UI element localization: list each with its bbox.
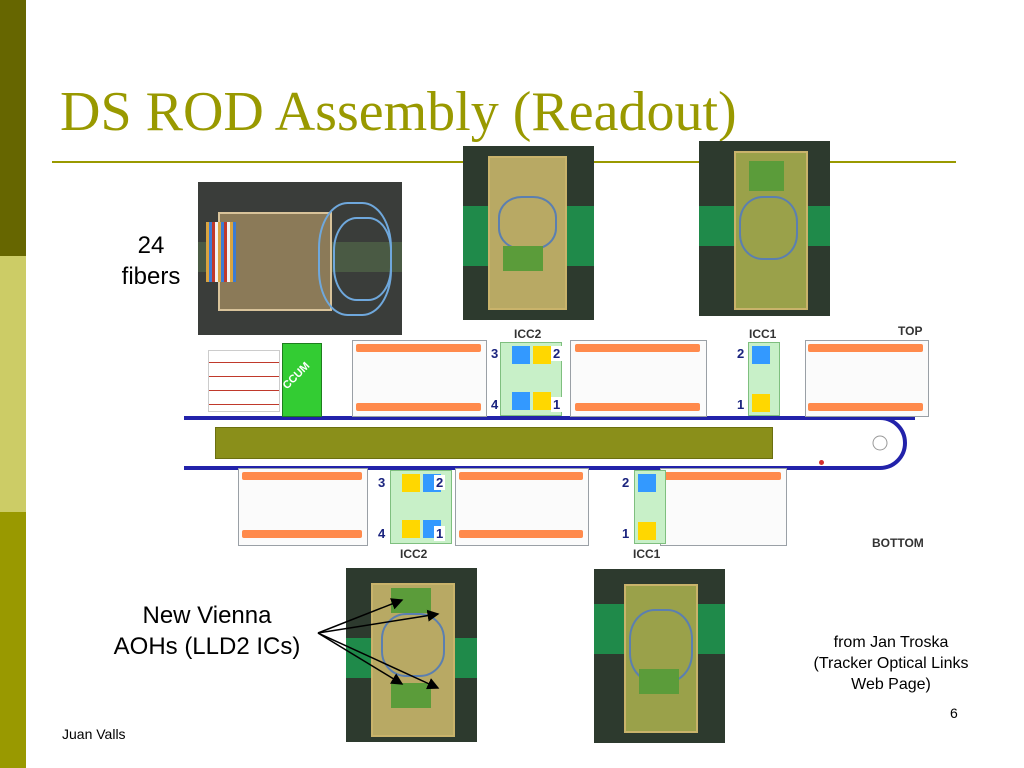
top-strip-1a [356, 344, 481, 352]
icc2-top-n1: 1 [551, 397, 563, 412]
bottom-strip-1a [242, 472, 362, 480]
icc1-bottom-chip-a [638, 474, 656, 492]
side-bar-mid [0, 512, 26, 768]
icc2-top-n3: 3 [489, 346, 501, 361]
icc1-top-chip-a [752, 346, 770, 364]
icc2-bottom-chip-a [402, 474, 420, 492]
aoh-label: New Vienna AOHs (LLD2 ICs) [92, 600, 322, 662]
icc2-bottom-chip-c [402, 520, 420, 538]
arrow-1 [317, 598, 404, 634]
fibers-label-line1: 24 [137, 232, 165, 259]
fiber-connectors [208, 350, 280, 412]
arrow-3 [317, 632, 404, 685]
icc1-top-label: ICC1 [749, 327, 777, 341]
icc2-bottom-n3: 3 [376, 475, 388, 490]
ccum-board [282, 343, 322, 417]
credit-line1: from Jan Troska [833, 634, 949, 651]
fibers-photo [198, 182, 402, 335]
icc2-top-n2: 2 [551, 346, 563, 361]
icc2-bottom-n1: 1 [434, 526, 446, 541]
fibers-label: 24 fibers [106, 230, 196, 292]
bottom-strip-2a [459, 472, 583, 480]
slide-title: DS ROD Assembly (Readout) [60, 81, 737, 143]
icc2-top-chip-d [533, 392, 551, 410]
top-label: TOP [898, 324, 923, 338]
rod-ring [184, 416, 915, 470]
side-bar-light [0, 256, 26, 512]
icc2-bottom-n2: 2 [434, 475, 446, 490]
icc1-bottom-n2: 2 [620, 475, 632, 490]
credit-text: from Jan Troska (Tracker Optical Links W… [786, 632, 996, 695]
icc2-bottom-n4: 4 [376, 526, 388, 541]
bottom-photo-right [594, 569, 725, 743]
icc2-top-chip-b [533, 346, 551, 364]
icc1-top-chip-b [752, 394, 770, 412]
top-strip-2b [575, 403, 700, 411]
bottom-module-3 [660, 468, 787, 546]
top-photo-left [463, 146, 594, 320]
icc2-top-n4: 4 [489, 397, 501, 412]
top-strip-3a [808, 344, 923, 352]
top-strip-2a [575, 344, 700, 352]
bottom-photo-left [346, 568, 477, 742]
page-number: 6 [950, 705, 958, 721]
top-strip-1b [356, 403, 481, 411]
marker-dot [819, 460, 824, 465]
icc1-bottom-n1: 1 [620, 526, 632, 541]
aoh-label-line1: New Vienna [142, 602, 272, 629]
icc2-top-chip-a [512, 346, 530, 364]
top-strip-3b [808, 403, 923, 411]
bottom-strip-3a [664, 472, 781, 480]
icc2-bottom-label: ICC2 [400, 547, 428, 561]
side-bar-dark [0, 0, 26, 256]
author-footer: Juan Valls [62, 726, 126, 742]
icc2-top-label: ICC2 [514, 327, 542, 341]
fibers-label-line2: fibers [121, 263, 181, 290]
icc1-bottom-chip-b [638, 522, 656, 540]
icc1-top-n2: 2 [735, 346, 747, 361]
credit-line3: Web Page) [851, 676, 931, 693]
icc1-bottom-label: ICC1 [633, 547, 661, 561]
icc2-top-chip-c [512, 392, 530, 410]
top-photo-right [699, 141, 830, 316]
rod-bar [215, 427, 773, 459]
credit-line2: (Tracker Optical Links [813, 655, 969, 672]
aoh-label-line2: AOHs (LLD2 ICs) [113, 633, 301, 660]
icc1-top-n1: 1 [735, 397, 747, 412]
arrow-2 [317, 609, 440, 634]
arrow-4 [317, 632, 440, 690]
bottom-strip-1b [242, 530, 362, 538]
bottom-label: BOTTOM [872, 536, 924, 550]
bottom-strip-2b [459, 530, 583, 538]
